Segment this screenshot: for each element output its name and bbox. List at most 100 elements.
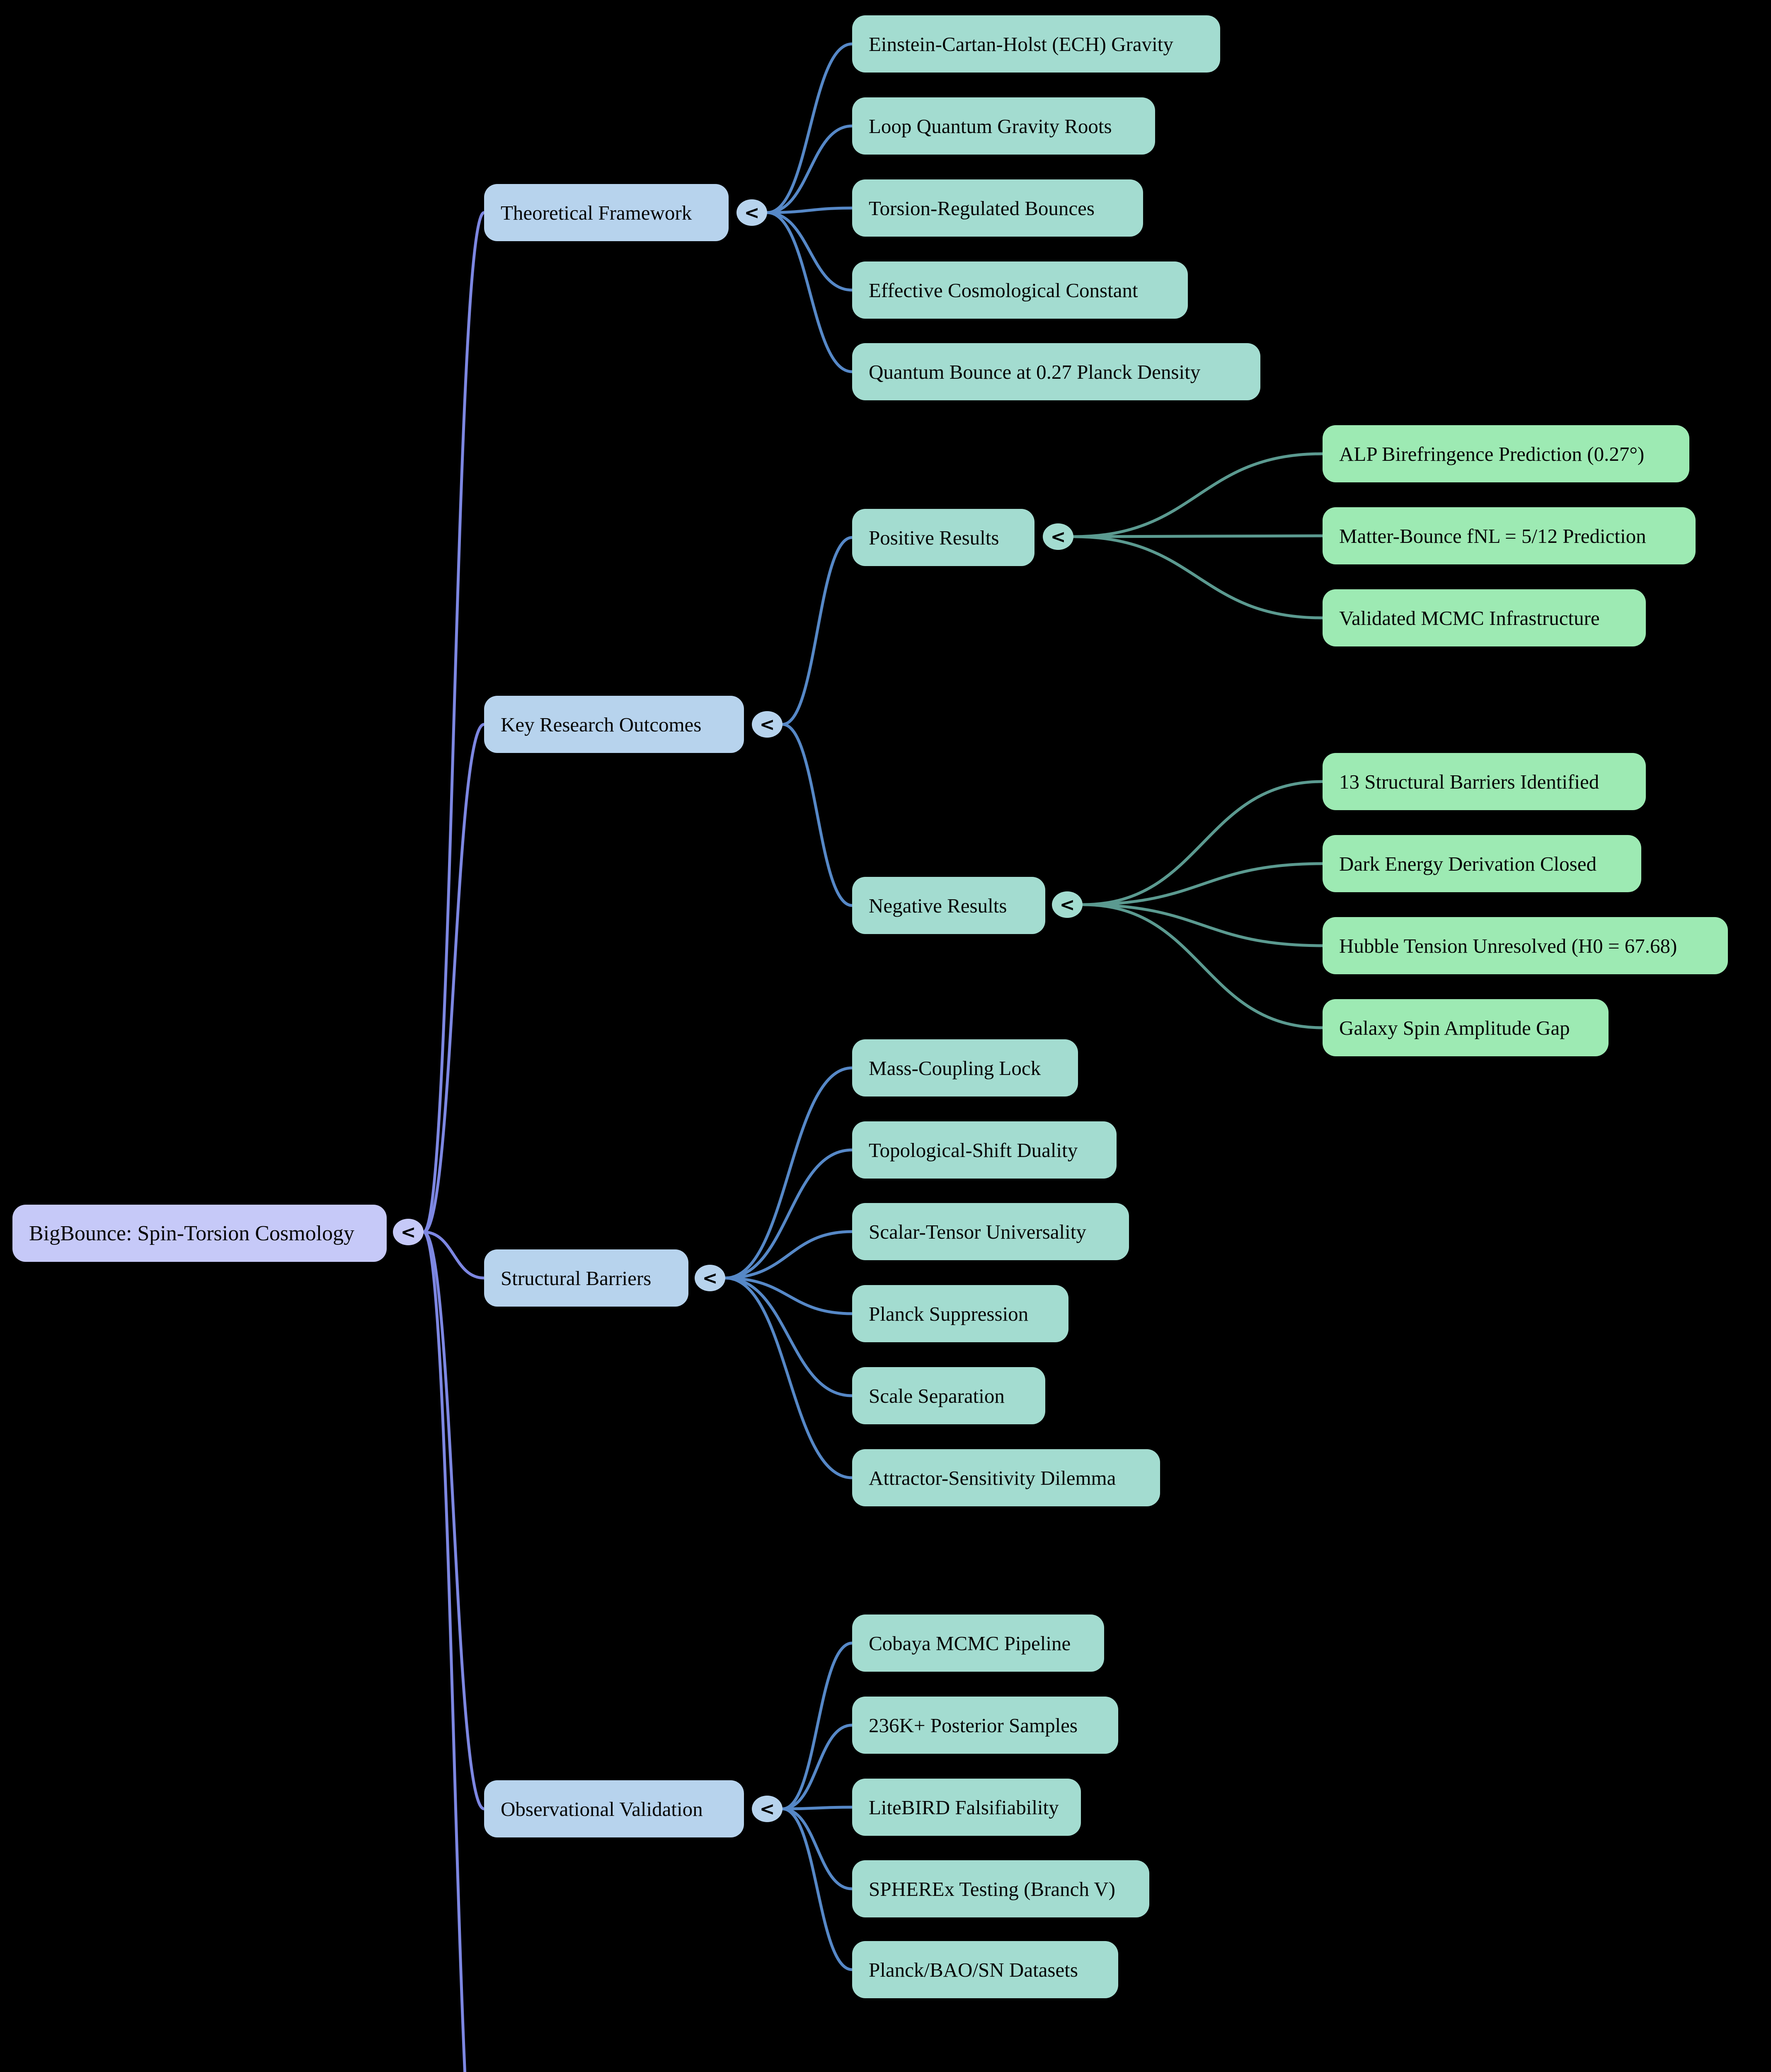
edge-sb-attractor-dilemma [724, 1276, 854, 1479]
edge-tf-torsion-bounces [766, 206, 854, 214]
node-quantum-bounce-label: Quantum Bounce at 0.27 Planck Density [869, 360, 1201, 383]
node-mass-coupling-lock-label: Mass-Coupling Lock [869, 1056, 1041, 1080]
node-dark-energy-closed: Dark Energy Derivation Closed [1323, 835, 1641, 892]
node-lqg-roots-label: Loop Quantum Gravity Roots [869, 114, 1112, 138]
node-planck-bao-sn-datasets: Planck/BAO/SN Datasets [852, 1941, 1118, 1998]
node-13-structural-barriers: 13 Structural Barriers Identified [1323, 753, 1646, 810]
node-topological-shift-duality-label: Topological-Shift Duality [869, 1138, 1078, 1162]
edge-ov-posterior-samples [781, 1723, 854, 1811]
node-effective-cosmological-constant-label: Effective Cosmological Constant [869, 278, 1138, 302]
edge-tf-effective-constant [766, 211, 854, 292]
edge-root-key-research-outcomes [422, 723, 486, 1234]
chevron-left-icon: < [759, 714, 775, 735]
node-spherex-testing: SPHEREx Testing (Branch V) [852, 1860, 1149, 1917]
edge-root-observational-validation [422, 1230, 486, 1811]
node-torsion-regulated-bounces-label: Torsion-Regulated Bounces [869, 196, 1095, 220]
chevron-left-icon: < [400, 1221, 416, 1243]
node-matter-bounce-fnl-label: Matter-Bounce fNL = 5/12 Prediction [1339, 524, 1646, 547]
node-ech-gravity-label: Einstein-Cartan-Holst (ECH) Gravity [869, 32, 1173, 56]
edge-sb-scale-separation [724, 1276, 854, 1397]
node-planck-suppression-label: Planck Suppression [869, 1302, 1029, 1325]
theoretical-framework-collapse-toggle[interactable]: < [737, 199, 767, 226]
node-alp-birefringence: ALP Birefringence Prediction (0.27°) [1323, 425, 1689, 482]
node-negative-results-label: Negative Results [869, 894, 1007, 917]
node-positive-results-label: Positive Results [869, 526, 999, 549]
node-alp-birefringence-label: ALP Birefringence Prediction (0.27°) [1339, 442, 1645, 465]
node-observational-validation-label: Observational Validation [501, 1797, 703, 1820]
node-theoretical-framework: Theoretical Framework [484, 184, 729, 241]
edge-nr-hubble-tension [1081, 903, 1324, 947]
node-galaxy-spin-gap-label: Galaxy Spin Amplitude Gap [1339, 1016, 1570, 1039]
node-positive-results: Positive Results [852, 509, 1034, 566]
edge-pr-validated-mcmc [1072, 535, 1324, 620]
node-cobaya-mcmc-pipeline-label: Cobaya MCMC Pipeline [869, 1631, 1071, 1655]
edge-sb-topological-shift [724, 1148, 854, 1280]
chevron-left-icon: < [702, 1267, 718, 1289]
edge-root-repository-deliverables [422, 1230, 467, 2072]
structural-barriers-collapse-toggle[interactable]: < [695, 1265, 725, 1291]
edge-kro-negative-results [781, 723, 854, 907]
edge-sb-mass-coupling-lock [724, 1066, 854, 1280]
node-scalar-tensor-universality-label: Scalar-Tensor Universality [869, 1220, 1086, 1243]
edge-pr-matter-bounce-fnl [1072, 534, 1324, 538]
root-collapse-toggle[interactable]: < [393, 1219, 424, 1245]
edge-sb-planck-suppression [724, 1276, 854, 1315]
edge-ov-spherex [781, 1807, 854, 1890]
node-structural-barriers: Structural Barriers [484, 1249, 688, 1307]
node-torsion-regulated-bounces: Torsion-Regulated Bounces [852, 179, 1143, 237]
node-validated-mcmc: Validated MCMC Infrastructure [1323, 589, 1646, 646]
node-observational-validation: Observational Validation [484, 1780, 744, 1837]
node-attractor-sensitivity-dilemma: Attractor-Sensitivity Dilemma [852, 1449, 1160, 1506]
node-planck-suppression: Planck Suppression [852, 1285, 1068, 1342]
node-bigbounce-root: BigBounce: Spin-Torsion Cosmology [12, 1205, 387, 1262]
node-quantum-bounce: Quantum Bounce at 0.27 Planck Density [852, 343, 1260, 400]
node-scale-separation-label: Scale Separation [869, 1384, 1005, 1407]
node-key-research-outcomes-label: Key Research Outcomes [501, 713, 702, 736]
edge-tf-ech-gravity [766, 42, 854, 214]
node-dark-energy-closed-label: Dark Energy Derivation Closed [1339, 852, 1597, 875]
node-scale-separation: Scale Separation [852, 1367, 1045, 1424]
chevron-left-icon: < [744, 202, 760, 223]
node-galaxy-spin-gap: Galaxy Spin Amplitude Gap [1323, 999, 1609, 1056]
node-posterior-samples-label: 236K+ Posterior Samples [869, 1714, 1078, 1737]
edge-nr-13-barriers [1081, 780, 1324, 906]
node-mass-coupling-lock: Mass-Coupling Lock [852, 1039, 1078, 1097]
node-hubble-tension-label: Hubble Tension Unresolved (H0 = 67.68) [1339, 934, 1677, 957]
observational-validation-collapse-toggle[interactable]: < [752, 1796, 783, 1822]
node-topological-shift-duality: Topological-Shift Duality [852, 1121, 1117, 1179]
node-cobaya-mcmc-pipeline: Cobaya MCMC Pipeline [852, 1615, 1104, 1672]
edge-root-structural-barriers [422, 1230, 486, 1280]
node-validated-mcmc-label: Validated MCMC Infrastructure [1339, 606, 1600, 629]
node-ech-gravity: Einstein-Cartan-Holst (ECH) Gravity [852, 15, 1220, 73]
node-negative-results: Negative Results [852, 877, 1045, 934]
node-posterior-samples: 236K+ Posterior Samples [852, 1697, 1118, 1754]
node-key-research-outcomes: Key Research Outcomes [484, 696, 744, 753]
node-structural-barriers-label: Structural Barriers [501, 1266, 652, 1290]
negative-results-collapse-toggle[interactable]: < [1052, 891, 1083, 918]
node-matter-bounce-fnl: Matter-Bounce fNL = 5/12 Prediction [1323, 507, 1696, 564]
edge-root-theoretical-framework [422, 211, 486, 1234]
edge-sb-scalar-tensor [724, 1230, 854, 1280]
edge-ov-litebird [781, 1806, 854, 1811]
node-scalar-tensor-universality: Scalar-Tensor Universality [852, 1203, 1129, 1260]
chevron-left-icon: < [1059, 894, 1075, 915]
node-effective-cosmological-constant: Effective Cosmological Constant [852, 261, 1188, 319]
positive-results-collapse-toggle[interactable]: < [1043, 523, 1073, 550]
key-research-outcomes-collapse-toggle[interactable]: < [752, 711, 783, 738]
node-spherex-testing-label: SPHEREx Testing (Branch V) [869, 1877, 1115, 1900]
edge-pr-alp-birefringence [1072, 452, 1324, 538]
edge-tf-lqg-roots [766, 124, 854, 214]
node-litebird-falsifiability: LiteBIRD Falsifiability [852, 1779, 1081, 1836]
node-planck-bao-sn-datasets-label: Planck/BAO/SN Datasets [869, 1958, 1078, 1981]
chevron-left-icon: < [1050, 526, 1066, 547]
edge-tf-quantum-bounce [766, 211, 854, 373]
edge-ov-planck-bao-sn [781, 1807, 854, 1971]
node-theoretical-framework-label: Theoretical Framework [501, 201, 692, 224]
node-lqg-roots: Loop Quantum Gravity Roots [852, 97, 1155, 155]
edge-kro-positive-results [781, 536, 854, 726]
edge-nr-galaxy-spin-gap [1081, 903, 1324, 1029]
node-bigbounce-root-label: BigBounce: Spin-Torsion Cosmology [29, 1221, 355, 1245]
node-attractor-sensitivity-dilemma-label: Attractor-Sensitivity Dilemma [869, 1466, 1116, 1489]
